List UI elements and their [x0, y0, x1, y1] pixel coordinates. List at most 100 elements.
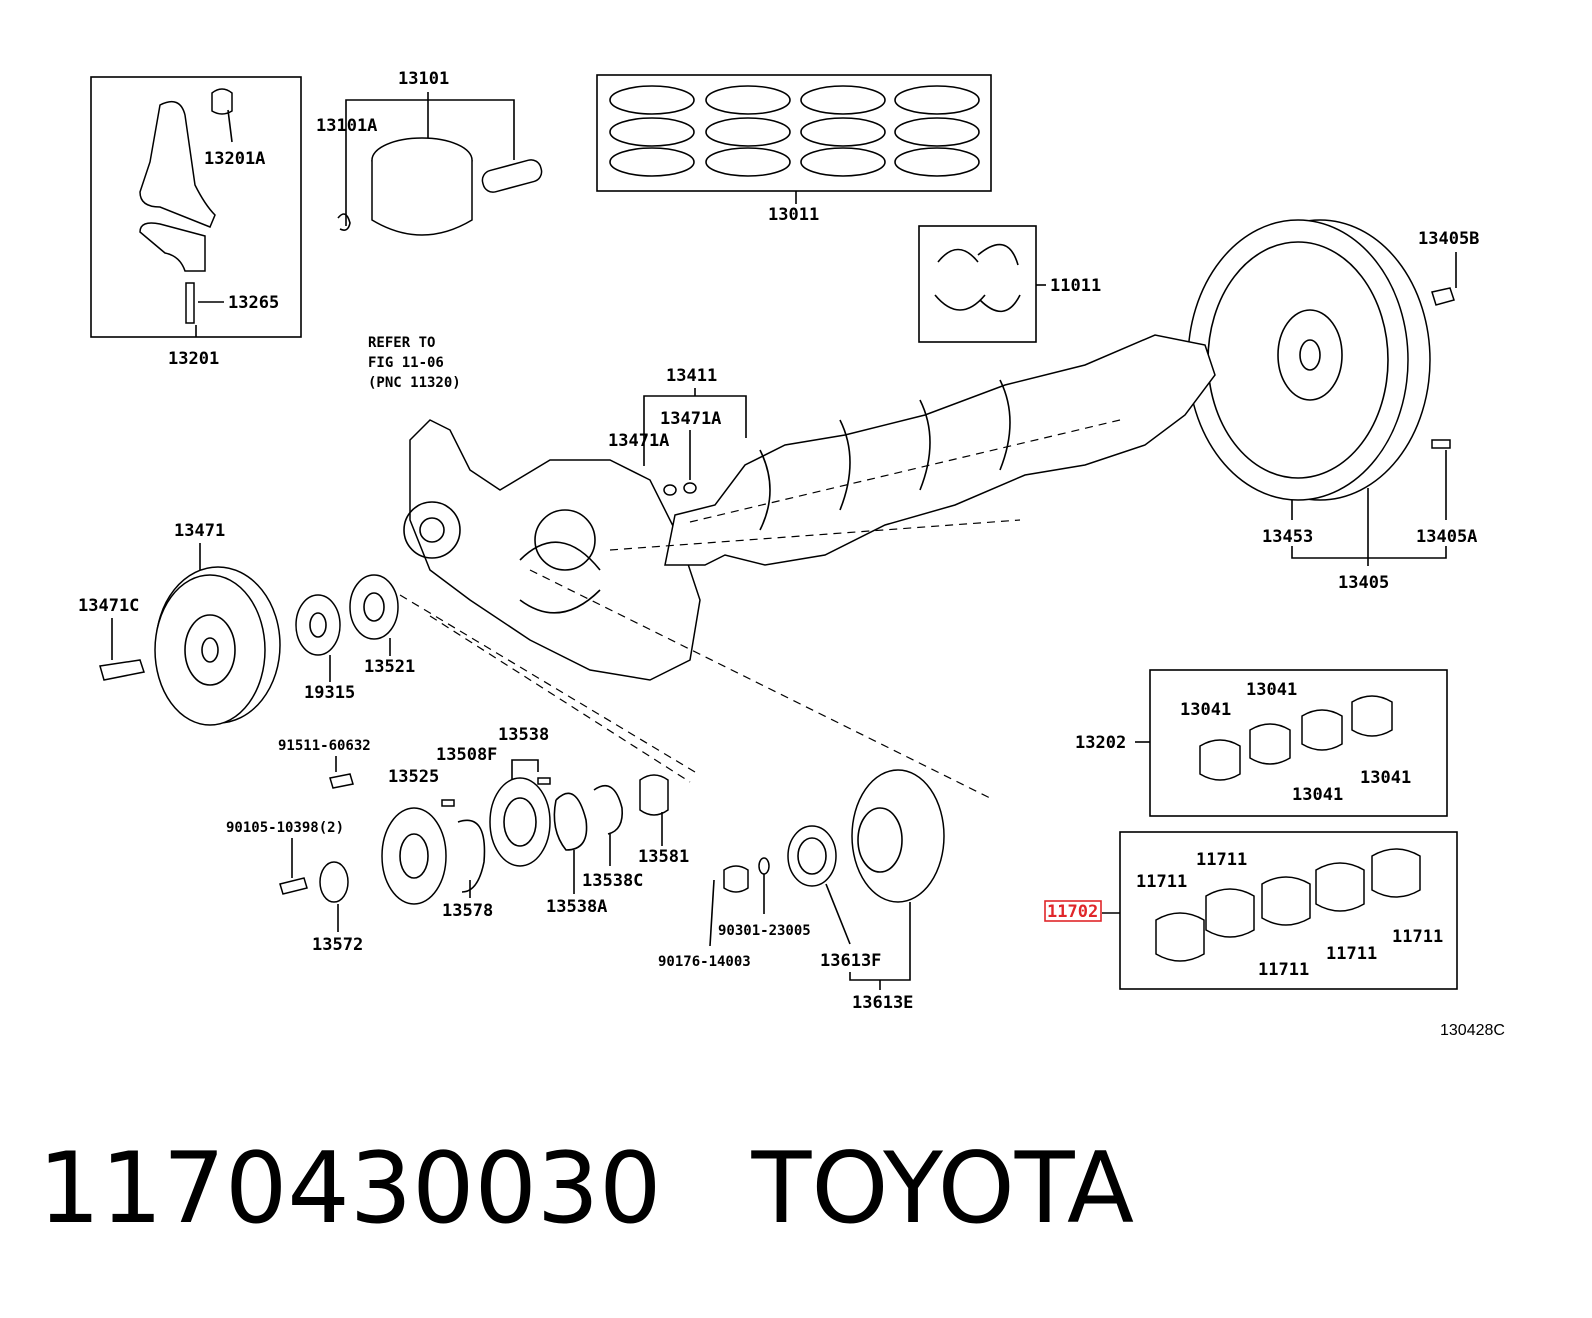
bolt-90105-part: [279, 877, 308, 895]
label-11711-a: 11711: [1136, 872, 1187, 892]
timing-cover-group: [403, 419, 701, 681]
label-13265: 13265: [228, 293, 279, 313]
pin-13508f-part: [441, 799, 455, 807]
crankshaft-part: [664, 334, 1216, 566]
refer-line-3: (PNC 11320): [368, 375, 461, 391]
bearings-11702-box: [1119, 831, 1458, 990]
bearing-shells-11711: [1155, 848, 1421, 962]
refer-note: REFER TO FIG 11-06 (PNC 11320): [368, 335, 461, 391]
refer-line-1: REFER TO: [368, 335, 435, 351]
piston-rings-group: 13011: [596, 74, 992, 225]
label-13041-c: 13041: [1292, 785, 1343, 805]
connecting-rod-group: 13201A 13265 13201: [90, 76, 302, 369]
label-13538a: 13538A: [546, 897, 607, 917]
label-13201a: 13201A: [204, 149, 265, 169]
main-bearings-13202-group: 13202 13041 13041 13041 13041: [1075, 669, 1448, 817]
footer-brand: TOYOTA: [751, 1132, 1135, 1246]
pulley-group: 13471 13471C: [78, 521, 281, 726]
label-13453: 13453: [1262, 527, 1313, 547]
flywheel-bolt-part: [1431, 287, 1455, 306]
label-13521: 13521: [364, 657, 415, 677]
bearing-shells-13041: [1199, 695, 1393, 781]
thrust-washers-group: 11011: [918, 225, 1101, 343]
idler-13613e-part: [851, 769, 945, 903]
label-13041-a: 13041: [1180, 700, 1231, 720]
label-11711-c: 11711: [1258, 960, 1309, 980]
gear-13521-part: [349, 574, 399, 640]
snap-ring-13578-part: [457, 819, 486, 893]
gear-13525-part: [381, 807, 447, 905]
guide-lines: [399, 419, 1121, 799]
crank-bearings-11702-group: 11702 11711 11711 11711 11711 11711: [1044, 831, 1458, 990]
label-90301-23005: 90301-23005: [718, 923, 811, 939]
pulley-bolt-part: [99, 659, 145, 681]
seal-plug-group: 90301-23005 90176-14003 13613F 13613E: [658, 769, 945, 1013]
label-90105-10398: 90105-10398(2): [226, 820, 344, 836]
label-13538: 13538: [498, 725, 549, 745]
snap-ring-part: [337, 213, 351, 231]
label-13578: 13578: [442, 901, 493, 921]
piston-group: 13101 13101A: [316, 69, 543, 236]
label-13041-b: 13041: [1246, 680, 1297, 700]
key-part-a: [663, 484, 677, 496]
thrust-washer-b: [977, 243, 1021, 313]
label-13101: 13101: [398, 69, 449, 89]
label-11711-d: 11711: [1326, 944, 1377, 964]
oil-pump-group: 91511-60632 13508F 13538 13525 90105-103…: [226, 725, 689, 955]
crankshaft-group: 13411 13471A 13471A: [608, 334, 1216, 566]
label-11702: 11702: [1047, 902, 1098, 922]
label-13471: 13471: [174, 521, 225, 541]
pin-13538-part: [537, 777, 551, 785]
label-13613e: 13613E: [852, 993, 913, 1013]
label-11711-e: 11711: [1392, 927, 1443, 947]
label-11711-b: 11711: [1196, 850, 1247, 870]
oil-seal-13613f-part: [787, 825, 837, 887]
rod-cap-part: [139, 222, 206, 272]
key-part-b: [683, 482, 697, 494]
label-13405b: 13405B: [1418, 229, 1479, 249]
label-11011: 11011: [1050, 276, 1101, 296]
piston-rings-box: [596, 74, 992, 192]
illustration-code: 130428C: [1440, 1022, 1505, 1039]
sprocket-19315-part: [295, 594, 341, 656]
ring-set-1: [609, 85, 695, 177]
rod-bushing-part: [211, 88, 233, 115]
label-13613f: 13613F: [820, 951, 881, 971]
label-13405a: 13405A: [1416, 527, 1477, 547]
bearings-13202-box: [1149, 669, 1448, 817]
thrust-washer-a: [934, 248, 986, 311]
gasket-90301-part: [758, 857, 770, 875]
ring-13538c-part: [593, 785, 624, 835]
tensioner-13581-part: [639, 774, 669, 816]
label-13525: 13525: [388, 767, 439, 787]
label-13411: 13411: [666, 366, 717, 386]
label-13471a-upper: 13471A: [660, 409, 721, 429]
plug-90176-part: [723, 865, 749, 893]
label-13202: 13202: [1075, 733, 1126, 753]
flywheel-pin-part: [1431, 439, 1451, 449]
thrust-washers-box: [918, 225, 1037, 343]
plate-13572-part: [319, 861, 349, 903]
label-13538c: 13538C: [582, 871, 643, 891]
flywheel-group: 13405B 13453 13405A 13405: [1187, 219, 1479, 593]
gasket-13538a-part: [553, 792, 588, 851]
label-90176-14003: 90176-14003: [658, 954, 751, 970]
connecting-rod-part: [139, 100, 216, 228]
piston-pin-part: [481, 159, 543, 193]
ring-set-2: [705, 85, 791, 177]
footer-part-number: 1170430030: [38, 1132, 662, 1246]
label-13581: 13581: [638, 847, 689, 867]
label-19315: 19315: [304, 683, 355, 703]
sprocket-13538-part: [489, 777, 551, 867]
rod-bolt-part: [185, 282, 195, 324]
label-13508f: 13508F: [436, 745, 497, 765]
crank-pulley-part: [154, 574, 266, 726]
label-13572: 13572: [312, 935, 363, 955]
label-13471a-lower: 13471A: [608, 431, 669, 451]
label-13041-d: 13041: [1360, 768, 1411, 788]
timing-cover-part: [409, 419, 701, 681]
piston-skirt: [371, 160, 473, 236]
footer: 1170430030 TOYOTA: [38, 1140, 1134, 1238]
